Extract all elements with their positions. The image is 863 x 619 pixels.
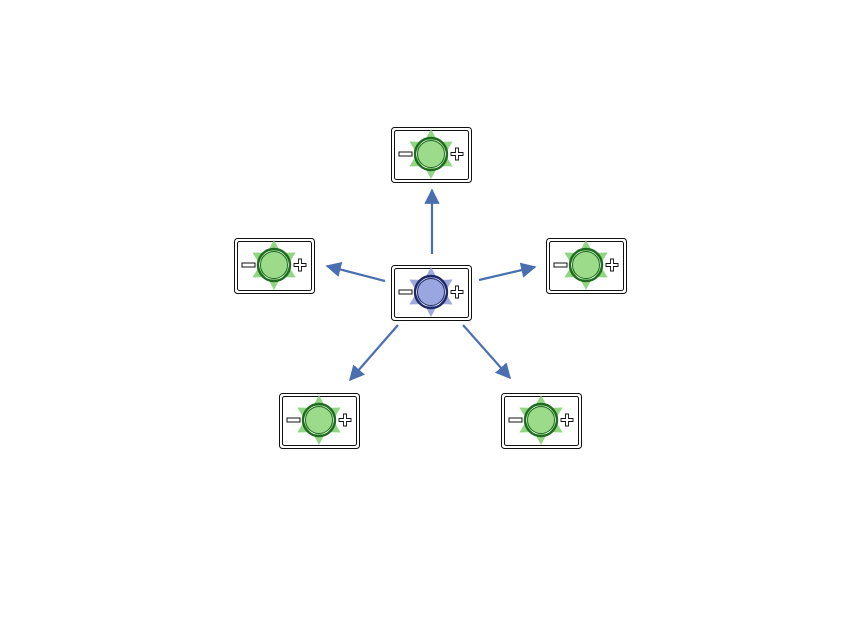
knob-widget-right[interactable] xyxy=(547,239,627,294)
minus-icon xyxy=(509,418,522,422)
knob-widget-bottom-right[interactable] xyxy=(502,394,582,449)
knob-dial[interactable] xyxy=(306,407,333,434)
knob-dial[interactable] xyxy=(418,279,445,306)
minus-icon xyxy=(242,263,255,267)
knob-widget-left[interactable] xyxy=(235,239,315,294)
edge-arrow-bottom-left xyxy=(350,325,398,380)
minus-icon xyxy=(554,263,567,267)
minus-icon xyxy=(399,290,412,294)
knob-widget-top[interactable] xyxy=(392,128,472,183)
minus-icon xyxy=(287,418,300,422)
nodes-layer xyxy=(235,128,627,449)
edge-arrow-left xyxy=(327,266,385,281)
edge-arrow-bottom-right xyxy=(463,325,510,378)
knob-dial[interactable] xyxy=(418,141,445,168)
minus-icon xyxy=(399,152,412,156)
knob-dial[interactable] xyxy=(261,252,288,279)
edge-arrow-right xyxy=(479,267,535,280)
knob-dial[interactable] xyxy=(573,252,600,279)
knob-widget-bottom-left[interactable] xyxy=(280,394,360,449)
knob-widget-source[interactable] xyxy=(392,266,472,321)
knob-dial[interactable] xyxy=(528,407,555,434)
